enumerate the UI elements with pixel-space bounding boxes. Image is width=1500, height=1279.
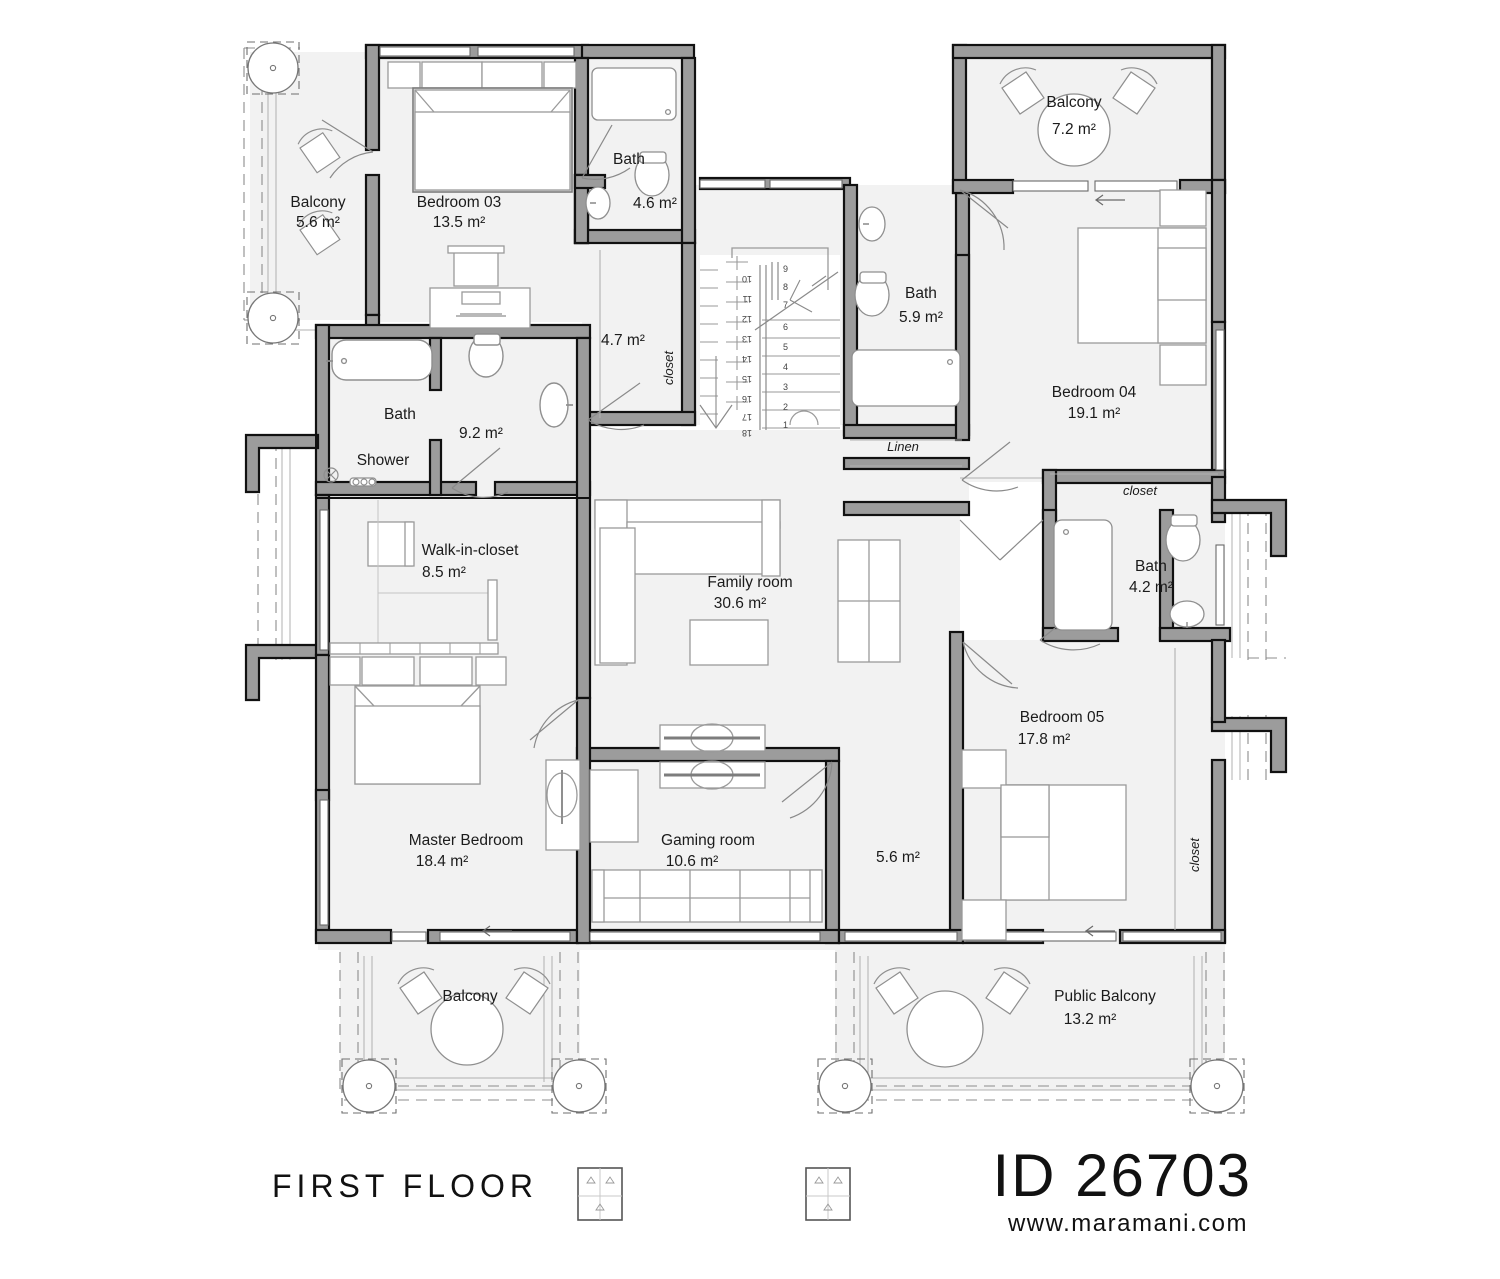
room-area-bedroom-05: 17.8 m² <box>1018 731 1071 748</box>
room-area-bath-59: 5.9 m² <box>899 309 943 326</box>
svg-text:13: 13 <box>742 334 752 344</box>
room-label-bath-59: Bath <box>905 285 937 302</box>
website-url: www.maramani.com <box>1007 1210 1248 1237</box>
room-label-closet-b05: closet <box>1187 837 1202 872</box>
svg-text:1: 1 <box>783 420 788 430</box>
svg-text:14: 14 <box>742 354 752 364</box>
fixtures-bath-59 <box>851 206 961 407</box>
furniture-walkin-closet <box>329 500 499 655</box>
room-label-linen: Linen <box>887 439 919 454</box>
room-label-bedroom-04: Bedroom 04 <box>1052 384 1137 401</box>
doors <box>321 119 1101 819</box>
furniture-bedroom-05 <box>961 749 1127 941</box>
bed-outline-b03 <box>412 87 573 193</box>
svg-text:2: 2 <box>783 402 788 412</box>
svg-text:10: 10 <box>742 274 752 284</box>
room-label-family-room: Family room <box>707 574 792 591</box>
furniture-gaming-room <box>589 760 823 923</box>
room-label-master-bedroom: Master Bedroom <box>409 832 524 849</box>
direction-arrows <box>481 194 1125 937</box>
room-area-public-balcony: 13.2 m² <box>1064 1011 1117 1028</box>
plan-id: ID 26703 <box>992 1142 1252 1209</box>
furniture-balcony-nw <box>297 128 341 256</box>
fixtures-bath-92 <box>323 333 573 487</box>
svg-text:7: 7 <box>783 300 788 310</box>
furniture-bedroom-03 <box>387 61 577 329</box>
svg-text:15: 15 <box>742 374 752 384</box>
svg-text:18: 18 <box>742 428 752 438</box>
thin-guide-lines <box>250 60 1241 1091</box>
room-label-bath-46: Bath <box>613 151 645 168</box>
svg-text:8: 8 <box>783 282 788 292</box>
room-area-hall-47: 4.7 m² <box>601 332 645 349</box>
furniture-public-balcony <box>873 967 1031 1068</box>
room-label-bedroom-05: Bedroom 05 <box>1020 709 1104 726</box>
room-label-bath-42: Bath <box>1135 558 1167 575</box>
fixtures-bath-46 <box>585 67 677 220</box>
room-label-balcony-nw: Balcony <box>290 194 345 211</box>
room-area-bedroom-03: 13.5 m² <box>433 214 486 231</box>
room-label-public-balcony: Public Balcony <box>1054 988 1156 1005</box>
room-area-bedroom-04: 19.1 m² <box>1068 405 1121 422</box>
stair-tread-numbers: 10 11 12 13 14 15 16 17 18 9 8 7 6 5 4 3… <box>742 264 788 438</box>
room-label-balcony-ne: Balcony <box>1046 94 1101 111</box>
svg-text:5: 5 <box>783 342 788 352</box>
room-area-balcony-nw: 5.6 m² <box>296 214 340 231</box>
fixtures-bath-42 <box>1053 514 1205 631</box>
key-plan-thumbnail-2 <box>805 1167 851 1221</box>
title-block: FIRST FLOOR ID 26703 www.maramani.com <box>272 1142 1252 1237</box>
key-plan-thumbnail-1 <box>577 1167 623 1221</box>
room-label-closet-stair: closet <box>661 350 676 385</box>
svg-text:16: 16 <box>742 394 752 404</box>
room-label-gaming-room: Gaming room <box>661 832 755 849</box>
room-area-bath-42: 4.2 m² <box>1129 579 1173 596</box>
floor-title: FIRST FLOOR <box>272 1168 538 1204</box>
room-label-shower: Shower <box>357 452 410 469</box>
svg-text:4: 4 <box>783 362 788 372</box>
staircase: 10 11 12 13 14 15 16 17 18 9 8 7 6 5 4 3… <box>699 247 840 438</box>
windows <box>319 46 1225 942</box>
furniture-balcony-ne <box>999 67 1158 167</box>
closet-shelf-lines <box>599 250 1218 930</box>
room-area-walkin-closet: 8.5 m² <box>422 564 466 581</box>
svg-text:12: 12 <box>742 314 752 324</box>
room-label-bedroom-03: Bedroom 03 <box>417 194 501 211</box>
room-area-gaming-room: 10.6 m² <box>666 853 719 870</box>
room-label-balcony-south: Balcony <box>442 988 497 1005</box>
room-label-closet-b04: closet <box>1123 483 1158 498</box>
svg-text:3: 3 <box>783 382 788 392</box>
room-area-family-room: 30.6 m² <box>714 595 767 612</box>
room-label-bath-92: Bath <box>384 406 416 423</box>
svg-text:11: 11 <box>743 294 752 304</box>
room-area-hall-56: 5.6 m² <box>876 849 920 866</box>
furniture-family-room <box>594 499 901 753</box>
columns <box>246 41 1245 1114</box>
room-labels: Balcony 5.6 m² Bedroom 03 13.5 m² Bath 4… <box>290 94 1202 1028</box>
room-area-bath-92: 9.2 m² <box>459 425 503 442</box>
room-area-bath-46: 4.6 m² <box>633 195 677 212</box>
room-area-master-bedroom: 18.4 m² <box>416 853 469 870</box>
furniture-balcony-south <box>397 967 551 1066</box>
room-label-walkin-closet: Walk-in-closet <box>422 542 519 559</box>
svg-text:9: 9 <box>783 264 788 274</box>
room-area-balcony-ne: 7.2 m² <box>1052 121 1096 138</box>
furniture-master-bedroom <box>329 656 581 851</box>
furniture-bedroom-04 <box>1077 189 1207 386</box>
svg-text:17: 17 <box>742 412 752 422</box>
svg-text:6: 6 <box>783 322 788 332</box>
